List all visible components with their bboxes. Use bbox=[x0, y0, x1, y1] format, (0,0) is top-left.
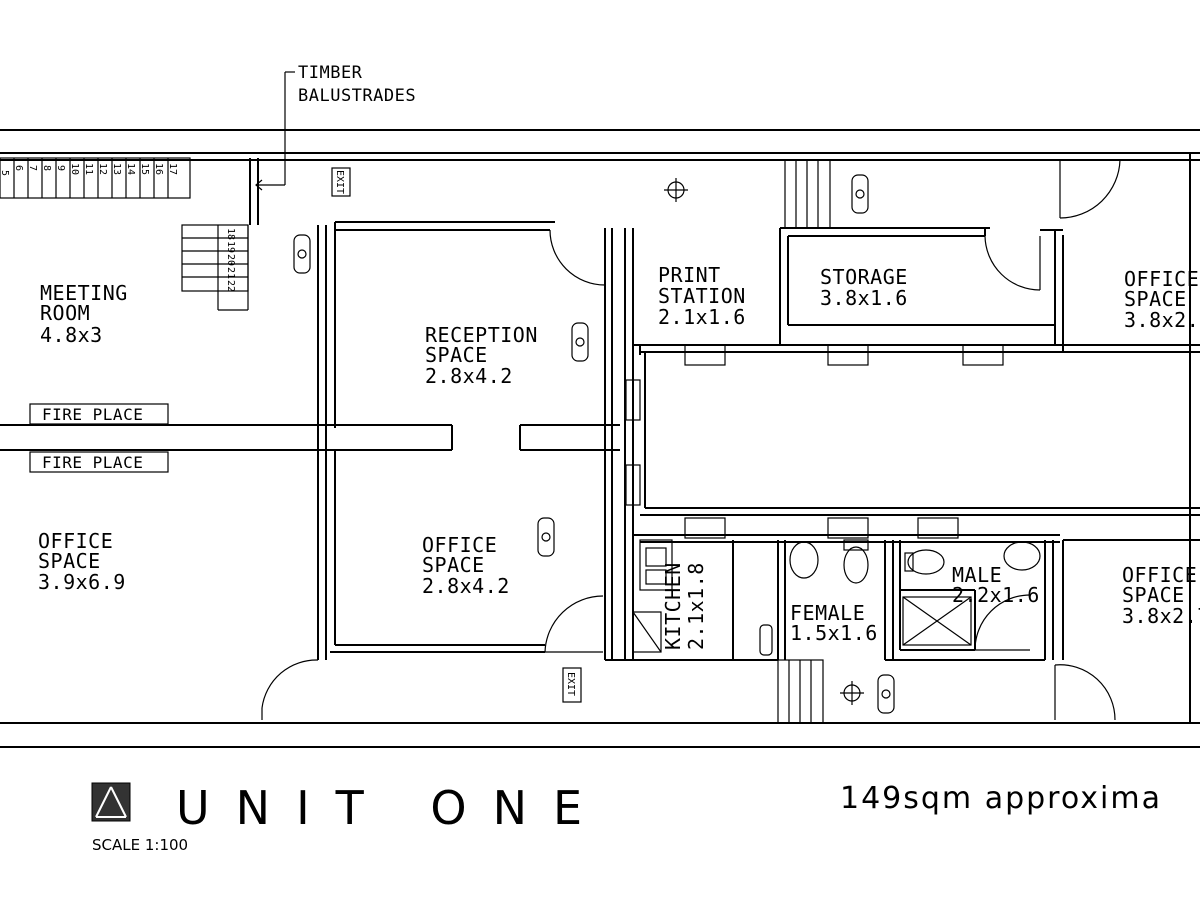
stair-number: 22 bbox=[225, 280, 236, 292]
office-left-size: 3.9x6.9 bbox=[38, 570, 126, 594]
reception-size: 2.8x4.2 bbox=[425, 364, 513, 388]
fireplace-label: FIRE PLACE bbox=[42, 453, 143, 472]
stair-number: 6 bbox=[13, 165, 24, 171]
area-label: 149sqm approxima bbox=[840, 781, 1162, 816]
storage-size: 3.8x1.6 bbox=[820, 286, 908, 310]
office-left-name-2: SPACE bbox=[38, 549, 101, 573]
annotation-line2: BALUSTRADES bbox=[298, 86, 416, 106]
socket-icon bbox=[851, 174, 869, 214]
stair-number: 21 bbox=[225, 267, 236, 279]
logo-icon bbox=[91, 782, 131, 822]
light-icon bbox=[840, 681, 864, 705]
stair-number: 20 bbox=[225, 254, 236, 266]
print-station-name-2: STATION bbox=[658, 284, 746, 308]
office-bottom-right-name: OFFICE bbox=[1122, 563, 1197, 587]
office-bottom-right-size: 3.8x2.7 bbox=[1122, 604, 1200, 628]
doors bbox=[261, 159, 1121, 721]
scale-label: SCALE 1:100 bbox=[92, 836, 188, 854]
stair-number: 11 bbox=[83, 163, 94, 175]
annotation-line1: TIMBER bbox=[298, 63, 363, 83]
stair-number: 16 bbox=[153, 163, 164, 175]
fireplace-label: FIRE PLACE bbox=[42, 405, 143, 424]
office-top-right-size: 3.8x2.7 bbox=[1124, 308, 1200, 332]
footer: UNIT ONE SCALE 1:100 149sqm approxima bbox=[91, 781, 1162, 854]
male-name: MALE bbox=[952, 563, 1002, 587]
stair-number: 19 bbox=[225, 241, 236, 253]
socket-icon bbox=[877, 674, 895, 714]
stair-number: 18 bbox=[225, 228, 236, 240]
corridor-steps bbox=[777, 159, 831, 724]
office-left-name: OFFICE bbox=[38, 529, 113, 553]
walls bbox=[0, 221, 1200, 661]
stair-number: 5 bbox=[0, 170, 10, 176]
office-mid-size: 2.8x4.2 bbox=[422, 574, 510, 598]
plan-title: UNIT ONE bbox=[176, 781, 608, 835]
female-name: FEMALE bbox=[790, 601, 865, 625]
stair-number: 7 bbox=[27, 165, 38, 171]
exit-sign-text: EXIT bbox=[565, 672, 576, 696]
socket-icon bbox=[571, 322, 589, 362]
stair-number: 9 bbox=[55, 165, 66, 171]
meeting-room-name: MEETING bbox=[40, 281, 128, 305]
print-station-name: PRINT bbox=[658, 263, 721, 287]
meeting-room-name-2: ROOM bbox=[40, 301, 90, 325]
exit-sign-text: EXIT bbox=[334, 170, 345, 194]
window-markers bbox=[625, 344, 1004, 539]
room-labels: MEETING ROOM 4.8x3 RECEPTION SPACE 2.8x4… bbox=[38, 263, 1200, 650]
female-size: 1.5x1.6 bbox=[790, 621, 878, 645]
fireplaces: FIRE PLACE FIRE PLACE bbox=[29, 403, 169, 473]
office-top-right-name-2: SPACE bbox=[1124, 287, 1187, 311]
office-mid-name: OFFICE bbox=[422, 533, 497, 557]
stair-number: 12 bbox=[97, 163, 108, 175]
stair-number: 8 bbox=[41, 165, 52, 171]
kitchen-size: 2.1x1.8 bbox=[684, 562, 708, 650]
stair-number: 15 bbox=[139, 163, 150, 175]
stair-number: 14 bbox=[125, 163, 136, 175]
print-station-size: 2.1x1.6 bbox=[658, 305, 746, 329]
staircase: 5 6 7 8 9 10 11 12 13 14 15 16 17 18 19 … bbox=[0, 157, 259, 311]
office-bottom-right-name-2: SPACE bbox=[1122, 583, 1185, 607]
kitchen-name: KITCHEN bbox=[661, 562, 685, 650]
office-mid-name-2: SPACE bbox=[422, 553, 485, 577]
fixtures bbox=[293, 174, 1041, 714]
socket-icon bbox=[293, 234, 311, 274]
stair-number: 10 bbox=[69, 163, 80, 175]
reception-name-2: SPACE bbox=[425, 343, 488, 367]
balustrade-callout: TIMBER BALUSTRADES bbox=[255, 63, 416, 191]
stair-number: 13 bbox=[111, 163, 122, 175]
male-size: 2.2x1.6 bbox=[952, 583, 1040, 607]
reception-name: RECEPTION bbox=[425, 323, 538, 347]
exit-signs: EXIT EXIT bbox=[331, 167, 582, 703]
meeting-room-size: 4.8x3 bbox=[40, 323, 103, 347]
storage-name: STORAGE bbox=[820, 265, 908, 289]
light-icon bbox=[664, 178, 688, 202]
socket-icon bbox=[537, 517, 555, 557]
office-top-right-name: OFFICE bbox=[1124, 267, 1199, 291]
stair-number: 17 bbox=[167, 163, 178, 175]
building-outline bbox=[0, 129, 1200, 748]
